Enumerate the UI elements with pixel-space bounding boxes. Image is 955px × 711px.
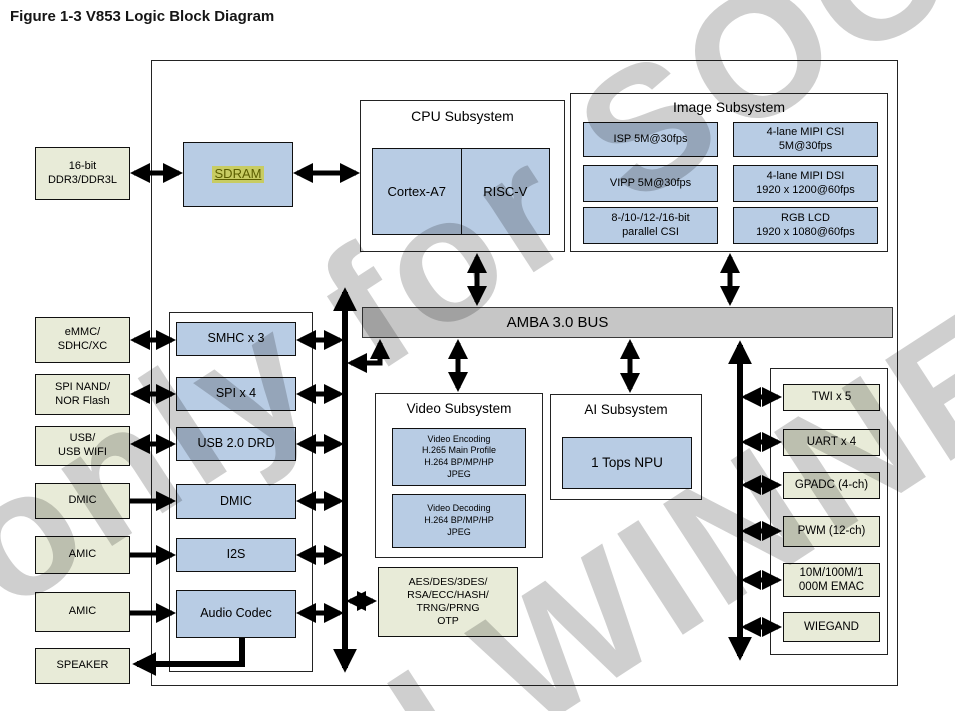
video-encoding-block: Video Encoding H.265 Main Profile H.264 … (392, 428, 526, 486)
wiegand-block: WIEGAND (783, 612, 880, 642)
emac-block: 10M/100M/1 000M EMAC (783, 563, 880, 597)
dmic-ext-box: DMIC (35, 483, 130, 519)
video-subsystem-title: Video Subsystem (406, 401, 512, 416)
amba-bus-label: AMBA 3.0 BUS (506, 314, 609, 331)
pwm-block: PWM (12-ch) (783, 516, 880, 547)
video-decoding-block: Video Decoding H.264 BP/MP/HP JPEG (392, 494, 526, 548)
dmic-block: DMIC (176, 484, 296, 519)
i2s-block: I2S (176, 538, 296, 572)
security-engine-block: AES/DES/3DES/ RSA/ECC/HASH/ TRNG/PRNG OT… (378, 567, 518, 637)
twi-block: TWI x 5 (783, 384, 880, 411)
sdram-box: SDRAM (183, 142, 293, 207)
cortex-a7-core: Cortex-A7 (373, 149, 462, 234)
isp-block: ISP 5M@30fps (583, 122, 718, 157)
npu-block: 1 Tops NPU (562, 437, 692, 489)
image-subsystem-title: Image Subsystem (672, 99, 786, 115)
cpu-cores-box: Cortex-A7 RISC-V (372, 148, 550, 235)
audio-codec-block: Audio Codec (176, 590, 296, 638)
uart-block: UART x 4 (783, 429, 880, 456)
amba-bus-bar: AMBA 3.0 BUS (362, 307, 893, 338)
sdram-label: SDRAM (211, 166, 265, 183)
usb-wifi-box: USB/ USB WIFI (35, 426, 130, 466)
mipi-dsi-block: 4-lane MIPI DSI 1920 x 1200@60fps (733, 165, 878, 202)
gpadc-block: GPADC (4-ch) (783, 472, 880, 499)
risc-v-core: RISC-V (483, 184, 528, 199)
vipp-block: VIPP 5M@30fps (583, 165, 718, 202)
right-peripheral-container (770, 368, 888, 655)
cpu-subsystem-title: CPU Subsystem (411, 108, 514, 124)
speaker-box: SPEAKER (35, 648, 130, 684)
smhc-block: SMHC x 3 (176, 322, 296, 356)
spi-block: SPI x 4 (176, 377, 296, 411)
ai-subsystem-title: AI Subsystem (584, 402, 668, 417)
figure-title: Figure 1-3 V853 Logic Block Diagram (10, 8, 275, 25)
rgb-lcd-block: RGB LCD 1920 x 1080@60fps (733, 207, 878, 244)
amic2-box: AMIC (35, 592, 130, 632)
parallel-csi-block: 8-/10-/12-/16-bit parallel CSI (583, 207, 718, 244)
mipi-csi-block: 4-lane MIPI CSI 5M@30fps (733, 122, 878, 157)
ddr-external-box: 16-bit DDR3/DDR3L (35, 147, 130, 200)
amic1-box: AMIC (35, 536, 130, 574)
spi-nand-box: SPI NAND/ NOR Flash (35, 374, 130, 415)
usb-drd-block: USB 2.0 DRD (176, 427, 296, 461)
emmc-box: eMMC/ SDHC/XC (35, 317, 130, 363)
